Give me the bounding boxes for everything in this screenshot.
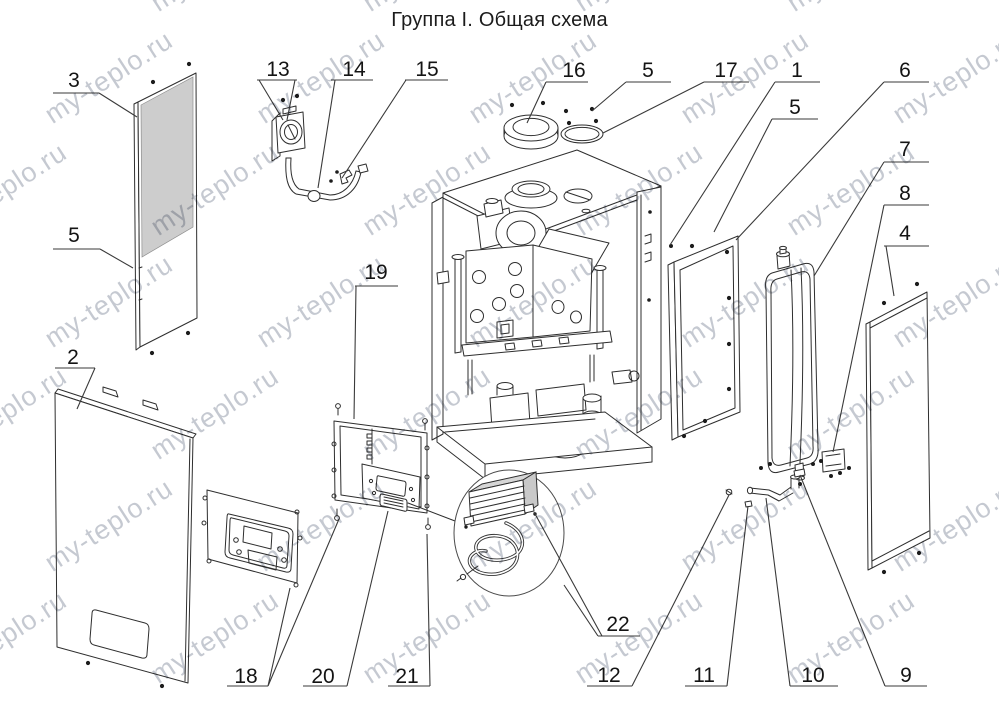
callout-20: 20 xyxy=(311,665,334,688)
callout-leader-6 xyxy=(735,81,929,241)
callout-leader-22 xyxy=(533,511,640,637)
part-display-plate xyxy=(361,463,421,510)
part-expansion-tank xyxy=(765,245,819,486)
part-rear-left-panel xyxy=(133,61,198,356)
tube-clamp xyxy=(307,190,321,202)
callout-leader-5 xyxy=(591,81,671,112)
callout-16: 16 xyxy=(562,59,585,82)
page-title: Группа I. Общая схема xyxy=(391,9,608,31)
part-rear-panel xyxy=(667,235,741,441)
callout-leader-12 xyxy=(587,494,730,687)
callout-18: 18 xyxy=(234,665,257,688)
callout-4: 4 xyxy=(899,222,911,245)
callout-leader-1 xyxy=(669,81,820,246)
callout-leader-14 xyxy=(317,79,373,189)
part-display-cover xyxy=(201,489,303,588)
callout-1: 1 xyxy=(791,59,803,82)
part-bracket xyxy=(759,448,851,478)
part-clip xyxy=(329,169,353,185)
callout-leader-5 xyxy=(713,118,818,233)
part-nut-11 xyxy=(744,500,753,508)
part-side-panel xyxy=(865,281,931,575)
callout-leader-9 xyxy=(799,474,927,687)
callout-leader-17 xyxy=(602,81,749,134)
callout-15: 15 xyxy=(415,58,438,81)
callout-leader-16 xyxy=(526,81,588,124)
callout-leader-18 xyxy=(227,518,340,687)
callout-14: 14 xyxy=(342,58,366,81)
callout-leader-7 xyxy=(813,161,929,277)
part-connector xyxy=(379,493,408,512)
callout-leader-10 xyxy=(765,497,838,687)
callout-5: 5 xyxy=(642,59,654,82)
callout-leader-21 xyxy=(388,533,431,687)
callout-19: 19 xyxy=(364,261,387,284)
callout-9: 9 xyxy=(900,664,912,687)
callout-leader-3 xyxy=(53,92,138,118)
part-control-board xyxy=(331,403,456,530)
callout-leader-2 xyxy=(55,367,96,410)
callout-leader-19 xyxy=(353,285,398,420)
part-nut-9 xyxy=(793,468,806,478)
callout-leader-4 xyxy=(884,245,929,297)
callout-2: 2 xyxy=(67,346,79,369)
callout-5: 5 xyxy=(789,96,801,119)
callout-10: 10 xyxy=(801,664,824,687)
part-flue-collar xyxy=(503,114,559,150)
callout-11: 11 xyxy=(693,664,715,687)
part-screw-12 xyxy=(725,488,733,496)
callout-22: 22 xyxy=(606,613,629,636)
callout-6: 6 xyxy=(899,59,911,82)
part-flue-gasket xyxy=(560,124,604,144)
callout-21: 21 xyxy=(395,665,418,688)
callout-leader-20 xyxy=(303,510,389,687)
callout-leader-13 xyxy=(257,79,297,121)
callout-12: 12 xyxy=(597,664,620,687)
part-front-panel xyxy=(54,386,197,689)
part-connection-pipe xyxy=(725,468,806,508)
callout-17: 17 xyxy=(714,59,737,82)
callout-13: 13 xyxy=(266,58,289,81)
callout-7: 7 xyxy=(899,138,911,161)
part-tube xyxy=(285,157,369,202)
callout-5: 5 xyxy=(68,224,80,247)
part-boiler-chassis xyxy=(431,149,673,480)
callout-leader-8 xyxy=(832,204,929,453)
part-pressure-switch xyxy=(271,93,306,162)
callout-leader-11 xyxy=(685,505,749,687)
callout-leader-5 xyxy=(53,248,134,269)
part-detail-transformer xyxy=(453,469,565,597)
callout-leader-15 xyxy=(341,79,448,179)
callout-3: 3 xyxy=(68,69,80,92)
callout-8: 8 xyxy=(899,182,911,205)
